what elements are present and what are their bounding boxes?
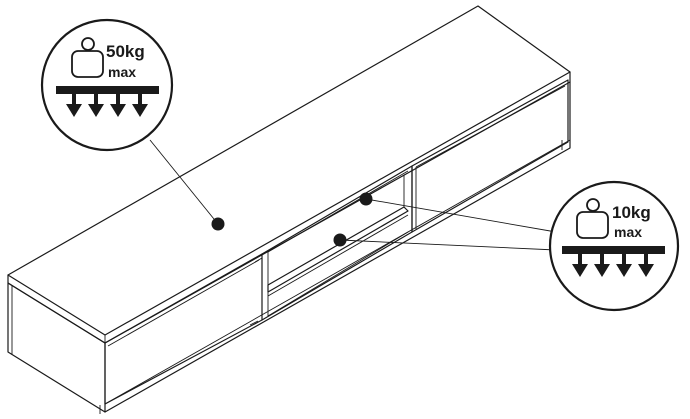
bench-left-side xyxy=(7,282,106,413)
load-point-shelf-lower xyxy=(333,233,347,247)
load-arrows-icon xyxy=(562,246,665,277)
bench-front-base xyxy=(104,81,571,413)
top-load-max: max xyxy=(108,64,136,80)
middle-shelf xyxy=(267,206,409,293)
tv-bench xyxy=(7,5,571,414)
shelf-load-weight: 10kg xyxy=(612,203,651,222)
right-drawer-front xyxy=(411,79,569,233)
load-point-shelf-upper xyxy=(359,192,373,206)
load-point-top xyxy=(211,217,225,231)
weight-icon xyxy=(576,198,609,239)
open-compartment xyxy=(261,165,413,321)
callout-shelf-load: 10kg max xyxy=(548,180,680,312)
top-load-weight: 50kg xyxy=(106,42,145,61)
weight-icon xyxy=(71,37,104,78)
left-drawer-front xyxy=(104,253,263,405)
leader-lines xyxy=(149,139,557,251)
load-arrows-icon xyxy=(56,86,159,117)
shelf-load-max: max xyxy=(614,224,642,240)
callout-top-load: 50kg max xyxy=(40,18,174,152)
